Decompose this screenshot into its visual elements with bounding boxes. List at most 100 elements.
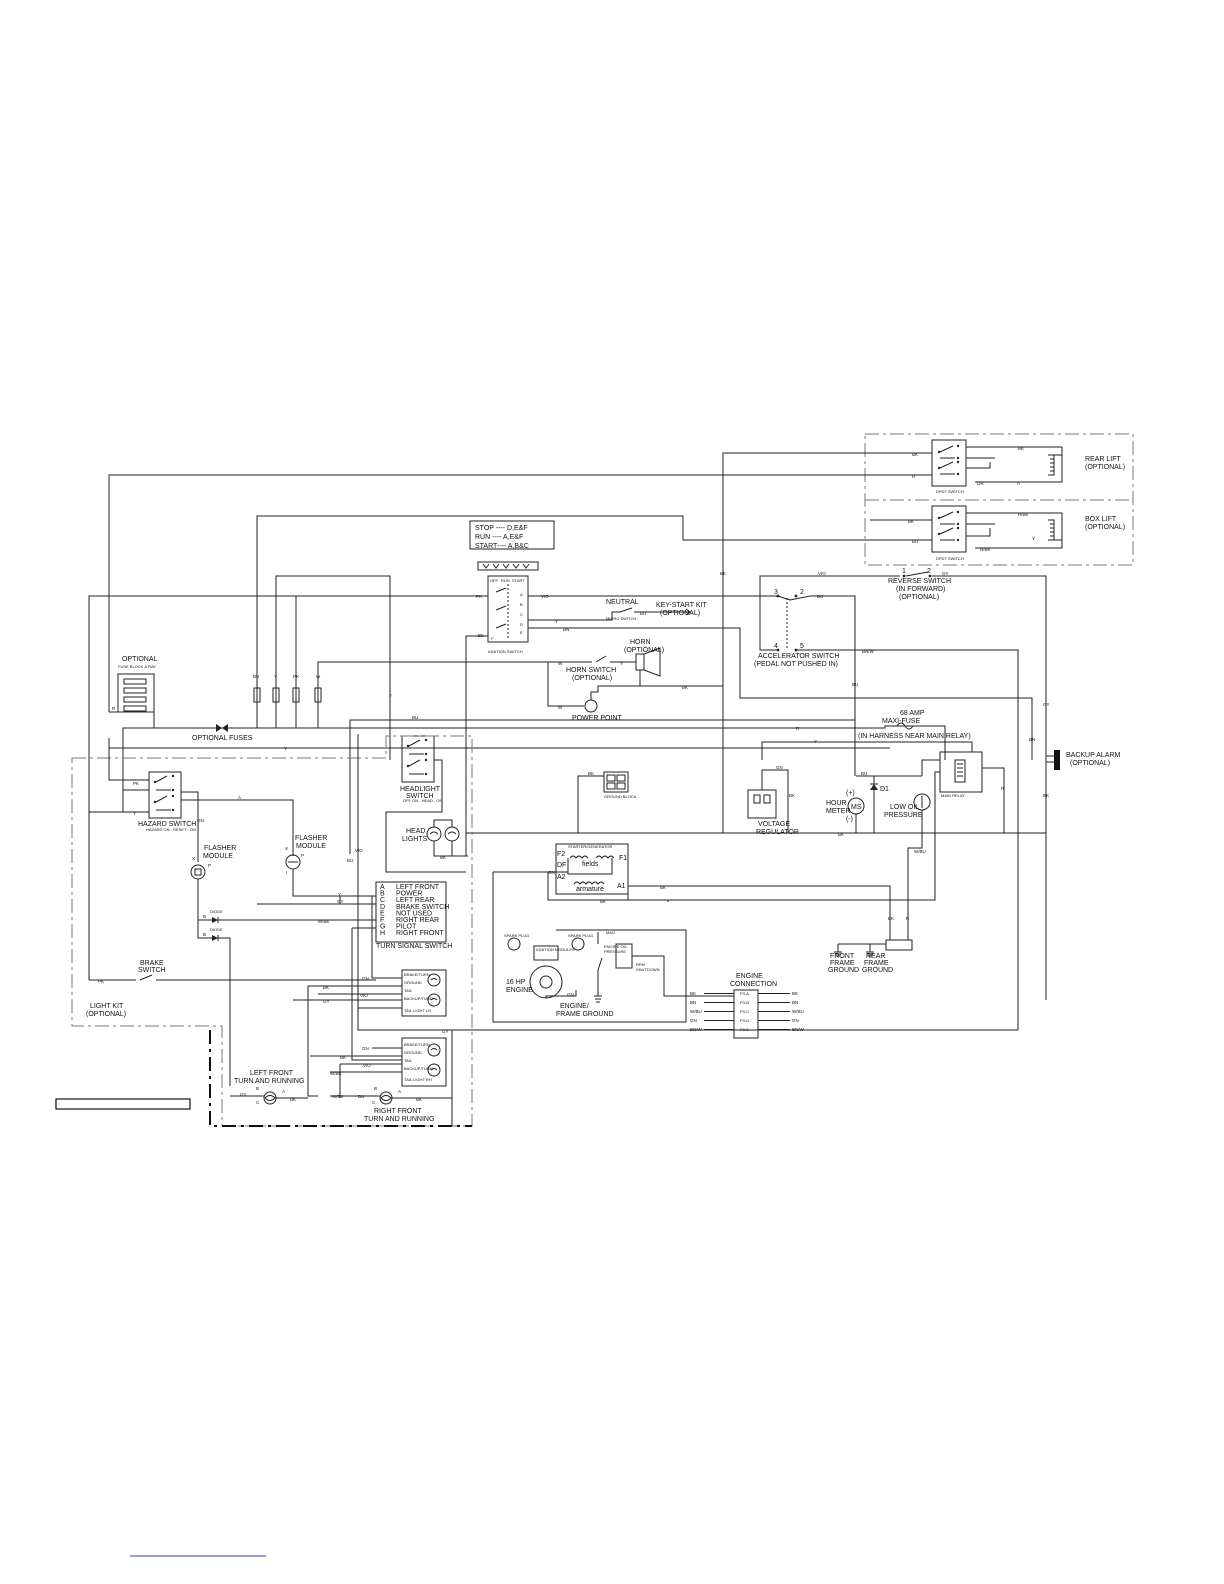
frame-grounds: FRONT FRAME GROUND REAR FRAME GROUND BK … xyxy=(828,916,913,974)
ign-pin-f: F xyxy=(491,636,494,641)
wire-bu-neutral: BU xyxy=(640,611,646,616)
tail-pin-label: BRAKE/TURN xyxy=(404,972,430,977)
tail-pin-label: BRAKE/TURN xyxy=(404,1042,430,1047)
engine-wire-right: BN xyxy=(792,1000,798,1005)
wire-gn-vr: GN xyxy=(776,765,783,770)
front-frame-2: FRAME xyxy=(830,960,855,967)
reverse-switch: 1 2 REVERSE SWITCH (IN FORWARD) (OPTIONA… xyxy=(759,568,1050,1000)
wire-bk-sg2: BK xyxy=(600,899,606,904)
tail-rh-label: TAIL LIGHT RH xyxy=(404,1077,432,1082)
backup-alarm: BACKUP ALARM (OPTIONAL) BK xyxy=(1043,750,1121,798)
flasher-left-1: FLASHER xyxy=(204,845,236,852)
engine-enclosure xyxy=(492,871,687,1023)
ignition-switch: OFF RUN START A B C D E F IGNITION SWITC… xyxy=(487,575,529,654)
tail-pin-label: GROUND xyxy=(404,1050,422,1055)
turn-signal-pin: E xyxy=(380,910,385,917)
lf-pin-b: B xyxy=(256,1086,259,1091)
accelerator-switch: 3 2 4 5 ACCELERATOR SWITCH (PEDAL NOT PU… xyxy=(754,589,1019,1030)
low-oil-2: PRESSURE xyxy=(884,812,923,819)
flasher-left-2: MODULE xyxy=(203,853,233,860)
turn-signal-pin: G xyxy=(380,924,385,931)
wire-vio-main: VIO xyxy=(541,594,549,599)
light-kit-enclosure: LIGHT KIT (OPTIONAL) xyxy=(71,735,473,1127)
fields-label: fields xyxy=(582,861,599,868)
box-lift-optional-label: (OPTIONAL) xyxy=(1085,524,1125,531)
hazard-modes: HAZARD ON - RESET - ON xyxy=(146,827,196,832)
left-front-1: LEFT FRONT xyxy=(250,1070,294,1077)
rf-pin-a: A xyxy=(398,1089,401,1094)
headlight-switch-2: SWITCH xyxy=(406,793,434,800)
box-lift-dpdt-switch: DPDT SWITCH xyxy=(931,505,967,561)
ign-pin-c: C xyxy=(520,612,523,617)
lift-kit-enclosure xyxy=(864,433,1134,566)
reverse-in-forward: (IN FORWARD) xyxy=(896,586,945,593)
headlights-label-2: LIGHTS xyxy=(402,836,428,843)
flasher-left-x: X xyxy=(192,856,195,861)
turn-signal-pin: C xyxy=(380,897,385,904)
ignition-switch-label: IGNITION SWITCH xyxy=(488,649,523,654)
engine-wire-right: BK xyxy=(792,991,798,996)
micro-switch-label: MICRO SWITCH xyxy=(606,616,636,621)
wire-wbu-oil: W/BU xyxy=(914,849,926,854)
dpdt-label-2: DPDT SWITCH xyxy=(936,556,964,561)
accel-pedal-note: (PEDAL NOT PUSHED IN) xyxy=(754,661,838,668)
lift-wiring: BK R BK BU BK OR A R/BK R/BK Y BK xyxy=(108,446,1063,833)
rear-frame-3: GROUND xyxy=(862,967,893,974)
voltage-reg-1: VOLTAGE xyxy=(758,821,790,828)
headlight-switch: HEADLIGHT SWITCH OFF ON - HEAD - ON xyxy=(385,735,466,873)
wire-bk-bus: BK xyxy=(838,832,844,837)
fuse-y: Y xyxy=(274,674,277,679)
sg-df: DF xyxy=(557,862,566,869)
wire-bk-vr: BK xyxy=(789,793,795,798)
turn-signal-pin: H xyxy=(380,930,385,937)
engine-wire-right: W/BU xyxy=(792,1009,804,1014)
turn-diodes: DIODE DIODE B B W/BK xyxy=(197,909,376,1086)
tail-pin-label: BACKUP/TURN xyxy=(404,996,433,1001)
amp-68-label: 68 AMP xyxy=(900,710,925,717)
key-start-label: KEY-START KIT xyxy=(656,602,707,609)
maxi-fuse-label: MAXI-FUSE xyxy=(882,718,920,725)
diode-b-2: B xyxy=(203,932,206,937)
right-front-1: RIGHT FRONT xyxy=(374,1108,422,1115)
hour-meter-minus: (-) xyxy=(846,816,853,823)
lf-pin-a: A xyxy=(282,1089,285,1094)
diode-tag-2: DIODE xyxy=(210,927,223,932)
wire-bn-vert: BN xyxy=(1029,737,1035,742)
front-frame-1: FRONT xyxy=(830,953,855,960)
turn-signal-pin-label: RIGHT REAR xyxy=(396,917,439,924)
ign-pin-e: E xyxy=(520,630,523,635)
wire-gn-tl2: GN xyxy=(362,1046,369,1051)
wire-bk-fg: BK xyxy=(888,916,894,921)
armature-label: armature xyxy=(576,886,604,893)
sg-a1: A1 xyxy=(617,883,626,890)
maxi-fuse: 68 AMP MAXI-FUSE (IN HARNESS NEAR MAIN R… xyxy=(858,710,971,740)
wire-bu-long: BU xyxy=(412,715,418,720)
accel-pin-3: 3 xyxy=(774,589,778,596)
wire-bk-lf: BK xyxy=(290,1097,296,1102)
right-front-2: TURN AND RUNNING xyxy=(364,1116,434,1123)
hazard-switch-label: HAZARD SWITCH xyxy=(138,821,196,828)
optional-fuses-label: OPTIONAL FUSES xyxy=(192,735,253,742)
wire-bk-3: BK xyxy=(1018,446,1024,451)
neutral-switch: NEUTRAL MICRO SWITCH KEY-START KIT (OPTI… xyxy=(528,599,707,624)
rev-pin-1: 1 xyxy=(902,568,906,575)
legend-start: START---- A,B&C xyxy=(475,543,529,550)
main-relay-label: MAIN RELAY xyxy=(941,793,965,798)
engine-wire-left: BN xyxy=(690,1000,696,1005)
turn-signal-pin: B xyxy=(380,891,385,898)
wire-gy-rev: GY xyxy=(942,571,949,576)
wire-rbk-2: R/BK xyxy=(980,547,991,552)
wire-bk-horn: BK xyxy=(682,685,688,690)
brake-switch-2: SWITCH xyxy=(138,967,166,974)
wire-a-1: A xyxy=(1017,481,1020,486)
neutral-label: NEUTRAL xyxy=(606,599,639,606)
engine-conn-2: CONNECTION xyxy=(730,981,777,988)
wire-bk-tl1: BK xyxy=(323,985,329,990)
wire-vio-rev: VIO xyxy=(818,571,826,576)
fuse-w: W xyxy=(316,674,321,679)
backup-alarm-label: BACKUP ALARM xyxy=(1066,752,1121,759)
wire-bu-drop: BU xyxy=(347,858,353,863)
engine-pin: P3-C xyxy=(740,1009,749,1014)
headlights: HEAD LIGHTS BK xyxy=(402,819,466,860)
